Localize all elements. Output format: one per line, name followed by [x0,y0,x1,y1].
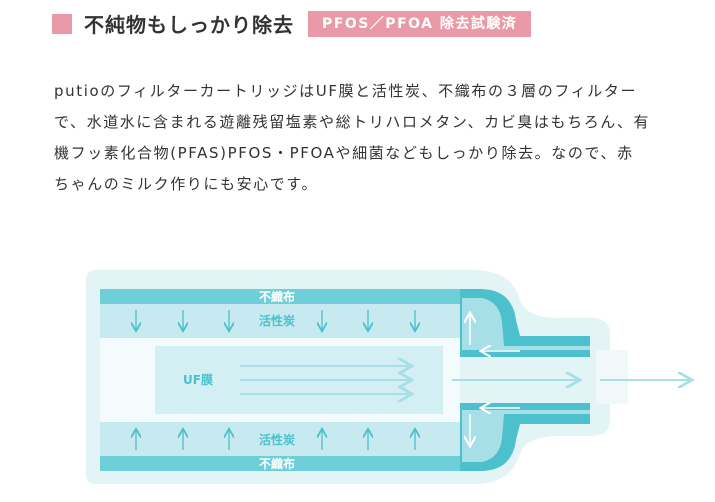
description-text: putioのフィルターカートリッジはUF膜と活性炭、不織布の３層のフィルター で… [54,76,704,200]
bottom-carbon-label: 活性炭 [259,432,295,447]
bottom-nonwoven-layer [100,456,460,471]
test-badge: PFOS／PFOA 除去試験済 [308,10,532,37]
section-heading: 不純物もしっかり除去 PFOS／PFOA 除去試験済 [52,9,532,38]
uf-flow-arrows [240,366,410,394]
top-carbon-label: 活性炭 [259,313,295,328]
description-line: で、水道水に含まれる遊離残留塩素や総トリハロメタン、カビ臭はもちろん、有 [54,113,651,131]
top-cap-channel [462,298,590,350]
bottom-carbon-arrows [136,430,415,450]
bottom-carbon-layer [100,422,460,456]
heading-title: 不純物もしっかり除去 [84,13,294,37]
top-carbon-layer [100,304,460,338]
top-nonwoven-label: 不織布 [259,289,295,304]
bottom-cap-channel [462,410,590,462]
top-carbon-arrows [136,310,415,330]
uf-membrane-label: UF膜 [183,372,213,387]
description-line: putioのフィルターカートリッジはUF膜と活性炭、不織布の３層のフィルター [54,82,638,100]
bottom-nonwoven-label: 不織布 [259,456,295,471]
description-line: 機フッ素化合物(PFAS)PFOS・PFOAや細菌などもしっかり除去。なので、赤 [54,144,634,162]
outlet-nozzle [596,350,628,404]
top-nonwoven-layer [100,289,460,304]
heading-marker [52,13,72,34]
description-line: ちゃんのミルク作りにも安心です。 [54,175,319,193]
